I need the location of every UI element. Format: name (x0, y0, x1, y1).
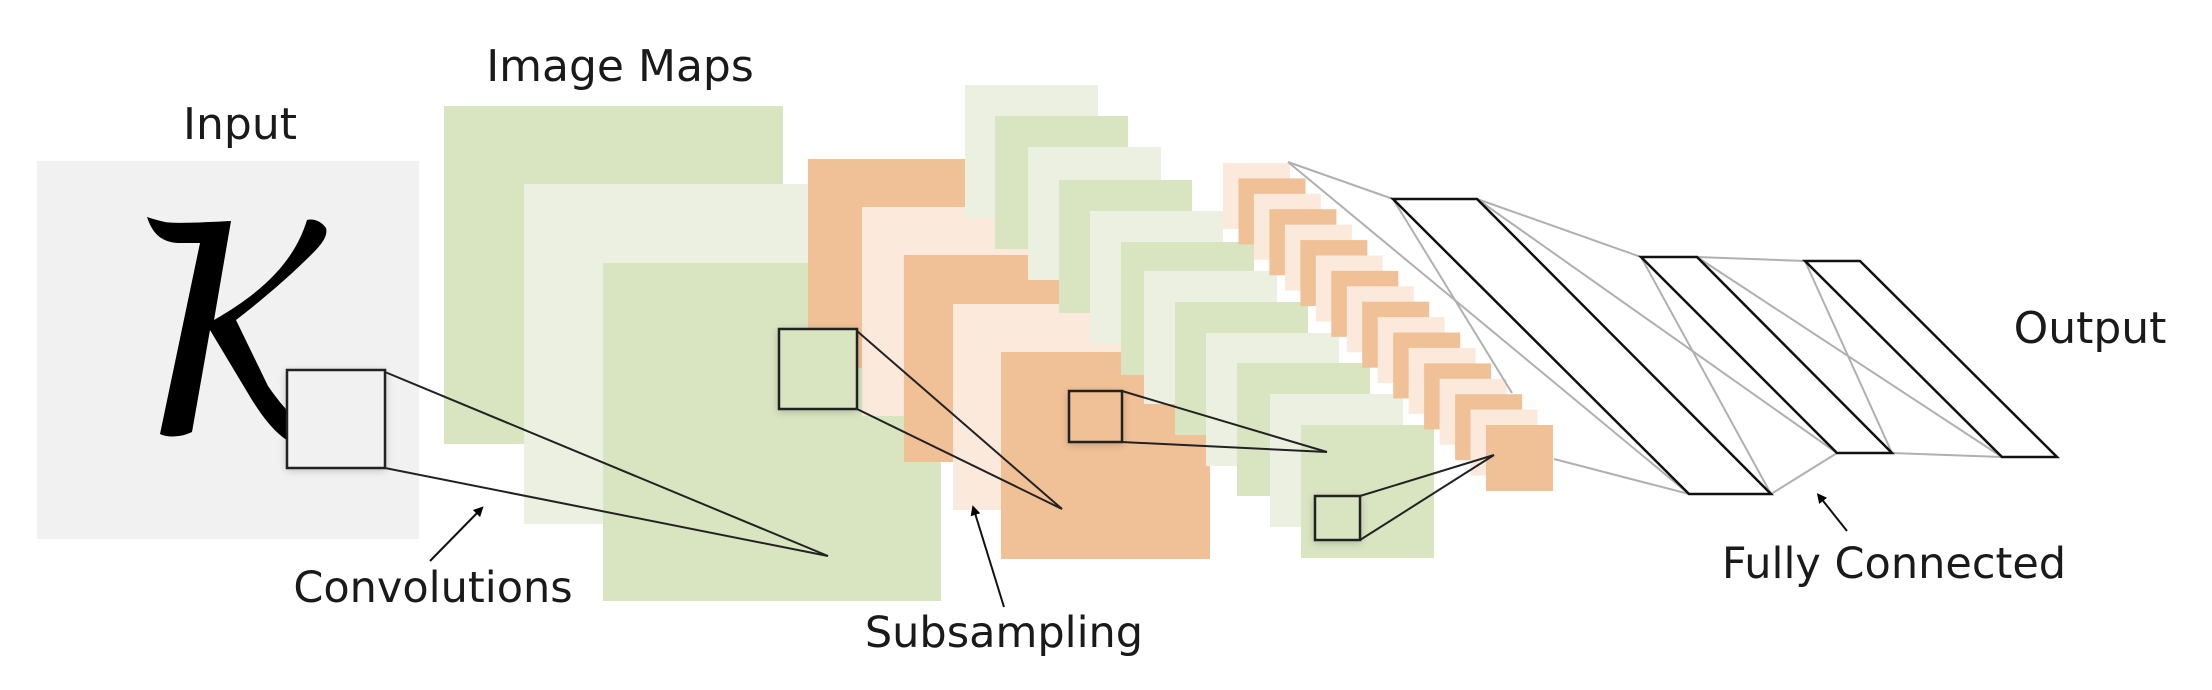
connection-line (1891, 452, 2003, 458)
subsample1-receptive-field-group (1067, 389, 1328, 453)
connection-line (1696, 256, 1806, 262)
image-maps-label: Image Maps (486, 41, 754, 92)
subsample2-maps (1223, 163, 1553, 491)
projection-line (1121, 390, 1328, 453)
connection-line (1287, 161, 1690, 495)
fc-connection-lines (1287, 161, 2003, 495)
connection-line (1476, 198, 1642, 258)
input-projection-lines (384, 371, 829, 557)
fc1-layer (1389, 197, 1775, 496)
projection-line (856, 330, 1063, 510)
connection-line (1287, 161, 1394, 200)
output-layer (1801, 259, 2061, 459)
projection-line (856, 408, 1063, 510)
connection-line (1392, 198, 1513, 394)
subsample1-receptive-field (1067, 389, 1124, 444)
subsampling-label: Subsampling (865, 608, 1143, 658)
projection-line (1359, 454, 1495, 497)
output-label: Output (2014, 303, 2167, 354)
conv1-receptive-field (777, 327, 859, 411)
projection-line (384, 371, 829, 557)
input-layer: Input (37, 99, 419, 539)
projection-line (384, 467, 829, 557)
fully-connected-layers (1389, 197, 2061, 496)
connection-line (1770, 452, 1838, 495)
connection-line (1640, 256, 1772, 495)
letter-k-glyph (147, 217, 357, 448)
convolutions-arrow (429, 506, 484, 562)
conv2-receptive-field (1313, 494, 1362, 542)
projection-line (1359, 454, 1495, 541)
fc2-layer (1637, 255, 1896, 455)
connection-line (1476, 198, 1838, 454)
fully-connected-arrow (1816, 493, 1848, 532)
conv2-receptive-field-group (1313, 454, 1495, 542)
input-label: Input (183, 99, 297, 150)
fully-connected-label: Fully Connected (1722, 539, 2066, 589)
subsampling-arrow (970, 505, 1005, 608)
input-receptive-field (285, 368, 387, 470)
projection-line (1121, 441, 1328, 453)
conv2-feature-maps (965, 85, 1434, 558)
subsample2-map (1486, 425, 1553, 491)
conv1-receptive-field-group (777, 327, 1063, 510)
connection-line (1553, 458, 1690, 495)
connection-line (1804, 260, 1893, 454)
convolutions-label: Convolutions (293, 563, 572, 613)
